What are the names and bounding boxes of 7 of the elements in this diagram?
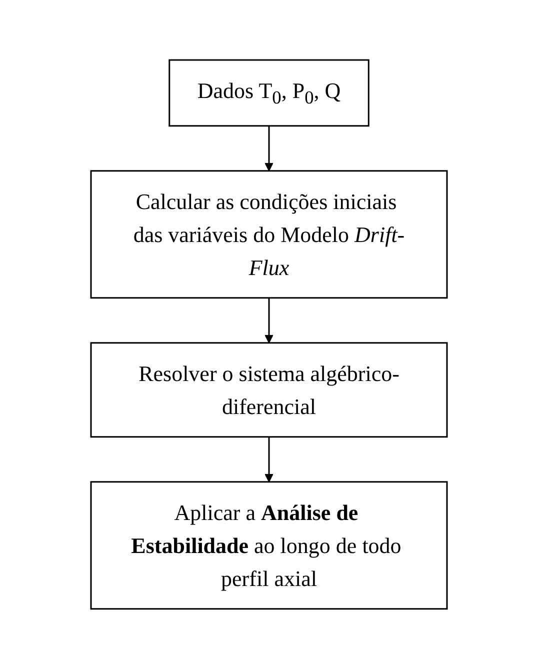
arrow	[264, 436, 273, 482]
node-box: Aplicar a Análise de Estabilidade ao longo de todo perfil axial	[90, 480, 448, 610]
node-box: Resolver o sistema algébrico-diferencial	[90, 342, 448, 438]
arrow	[264, 297, 273, 343]
arrow	[264, 125, 273, 171]
node-box: Calcular as condições iniciais das variáveis do Modelo Drift-Flux	[90, 170, 448, 298]
node-box: Dados T$_{0}$, P$_{0}$, Q	[168, 58, 369, 126]
